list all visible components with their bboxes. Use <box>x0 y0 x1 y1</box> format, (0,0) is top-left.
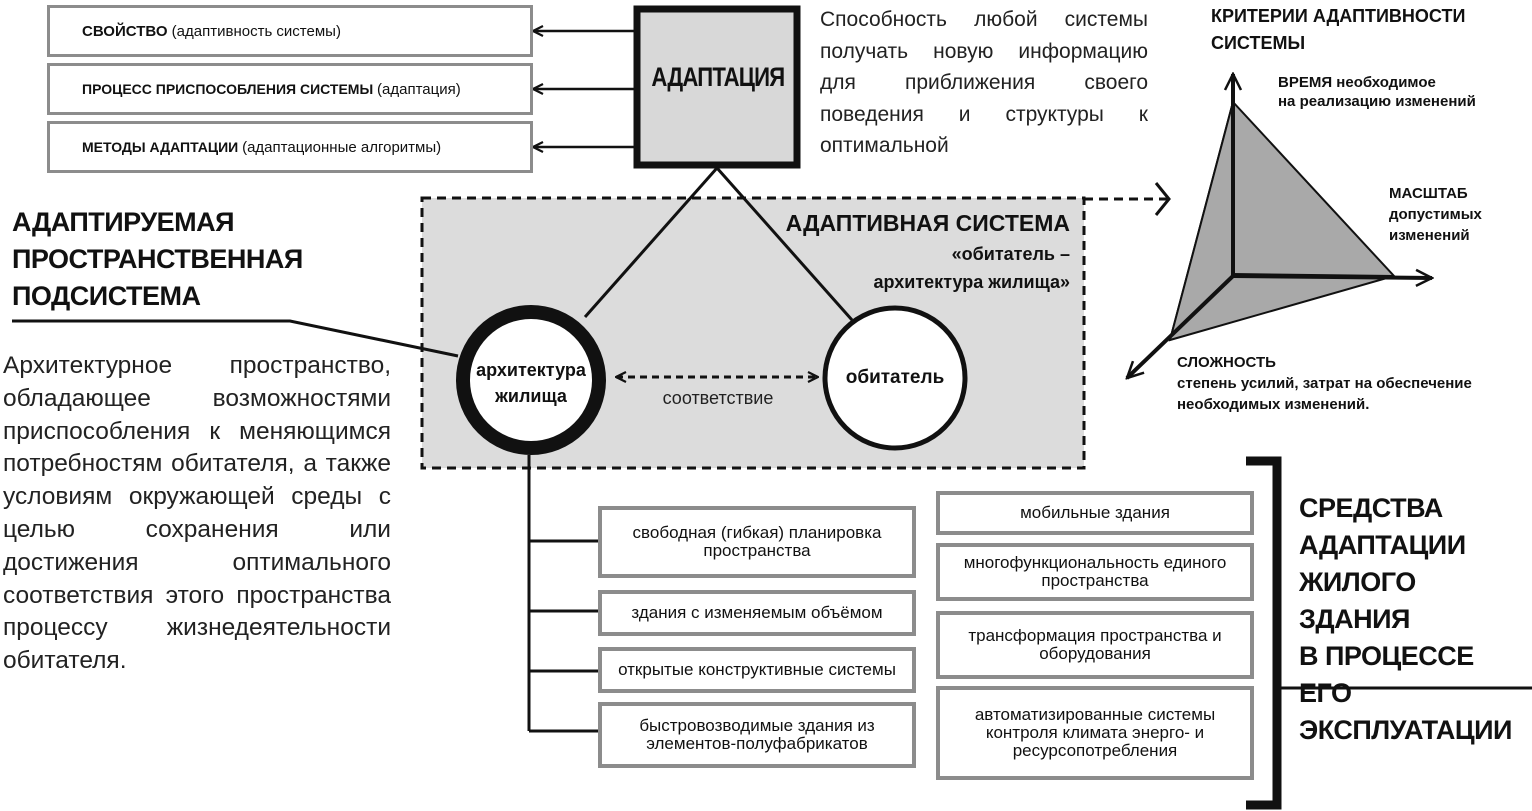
architecture-label-line-2: жилища <box>495 386 567 406</box>
process-bold: ПРОЦЕСС ПРИСПОСОБЛЕНИЯ СИСТЕМЫ <box>82 80 374 97</box>
dashed-arrowhead <box>1154 182 1171 216</box>
left-heading-line-1: АДАПТИРУЕМАЯ <box>12 207 235 237</box>
methods-bold: МЕТОДЫ АДАПТАЦИИ <box>82 138 239 155</box>
adaptive-system-subtitle-2: архитектура жилища» <box>873 272 1070 292</box>
criteria-time: ВРЕМЯ необходимое на реализацию изменени… <box>1278 73 1476 111</box>
means-left-4: быстровозводимые здания из элементов-пол… <box>598 702 916 768</box>
means-right-4: автоматизированные системы контроля клим… <box>936 686 1254 780</box>
scale-line-2: допустимых <box>1389 206 1482 223</box>
left-description: Архитектурное пространство, обладающее в… <box>3 352 391 675</box>
adaptive-system-title: АДАПТИВНАЯ СИСТЕМА <box>785 210 1070 236</box>
correspondence-label: соответствие <box>662 388 774 408</box>
axis-complexity <box>1127 274 1235 378</box>
scale-line-1: МАСШТАБ <box>1389 185 1468 202</box>
left-heading-underline <box>12 319 459 358</box>
means-heading-line-3: ЖИЛОГО ЗДАНИЯ <box>1299 567 1416 634</box>
circle-inhabitant <box>822 305 968 451</box>
architecture-label: архитектура жилища <box>463 357 599 409</box>
property-box: СВОЙСТВО (адаптивность системы) <box>47 5 533 57</box>
means-left-2: здания с изменяемым объёмом <box>598 590 916 636</box>
axis-scale <box>1232 276 1432 278</box>
inhabitant-label: обитатель <box>845 367 945 388</box>
adaptation-box <box>633 5 801 169</box>
criteria-title: КРИТЕРИИ АДАПТИВНОСТИ СИСТЕМЫ <box>1211 3 1465 57</box>
time-bold: ВРЕМЯ <box>1278 74 1333 91</box>
property-normal: (адаптивность системы) <box>171 22 341 40</box>
left-heading-line-3: ПОДСИСТЕМА <box>12 281 201 311</box>
means-heading-line-1: СРЕДСТВА <box>1299 493 1443 523</box>
property-bold: СВОЙСТВО <box>82 22 168 40</box>
left-heading: АДАПТИРУЕМАЯ ПРОСТРАНСТВЕННАЯ ПОДСИСТЕМА <box>12 204 303 315</box>
line-adaptation-to-architecture <box>583 167 719 318</box>
means-right-1: мобильные здания <box>936 491 1254 535</box>
means-heading-line-2: АДАПТАЦИИ <box>1299 530 1466 560</box>
line-adaptation-to-inhabitant <box>715 167 854 321</box>
criteria-title-line-1: КРИТЕРИИ АДАПТИВНОСТИ <box>1211 6 1466 26</box>
means-right-2: многофункциональность единого пространст… <box>936 543 1254 601</box>
process-box: ПРОЦЕСС ПРИСПОСОБЛЕНИЯ СИСТЕМЫ (адаптаци… <box>47 63 533 115</box>
means-right-3: трансформация пространства и оборудовани… <box>936 611 1254 679</box>
adaptation-label: АДАПТАЦИЯ <box>651 62 785 92</box>
left-heading-line-2: ПРОСТРАНСТВЕННАЯ <box>12 244 303 274</box>
methods-normal: (адаптационные алгоритмы) <box>242 138 442 156</box>
means-left-3: открытые конструктивные системы <box>598 647 916 693</box>
adaptive-system-subtitle-1: «обитатель – <box>951 244 1070 264</box>
criteria-complexity: СЛОЖНОСТЬ степень усилий, затрат на обес… <box>1177 352 1472 415</box>
complexity-line-2: степень усилий, затрат на обеспечение <box>1177 375 1472 392</box>
means-bracket <box>1246 456 1282 810</box>
time-rest: необходимое <box>1336 74 1436 91</box>
complexity-line-1: СЛОЖНОСТЬ <box>1177 354 1276 371</box>
means-heading: СРЕДСТВА АДАПТАЦИИ ЖИЛОГО ЗДАНИЯ В ПРОЦЕ… <box>1299 490 1532 749</box>
means-heading-line-4: В ПРОЦЕССЕ ЕГО <box>1299 641 1474 708</box>
time-line-2: на реализацию изменений <box>1278 93 1476 110</box>
means-left-1: свободная (гибкая) планировка пространст… <box>598 506 916 578</box>
adaptation-definition: Способность любой системы получать новую… <box>820 8 1148 157</box>
means-heading-line-5: ЭКСПЛУАТАЦИИ <box>1299 715 1512 745</box>
circle-architecture <box>456 305 606 455</box>
architecture-label-line-1: архитектура <box>476 360 586 380</box>
methods-box: МЕТОДЫ АДАПТАЦИИ (адаптационные алгоритм… <box>47 121 533 173</box>
complexity-line-3: необходимых изменений. <box>1177 396 1370 413</box>
criteria-title-line-2: СИСТЕМЫ <box>1211 33 1306 53</box>
criteria-scale: МАСШТАБ допустимых изменений <box>1389 183 1482 246</box>
scale-line-3: изменений <box>1389 227 1470 244</box>
process-normal: (адаптация) <box>377 80 461 98</box>
